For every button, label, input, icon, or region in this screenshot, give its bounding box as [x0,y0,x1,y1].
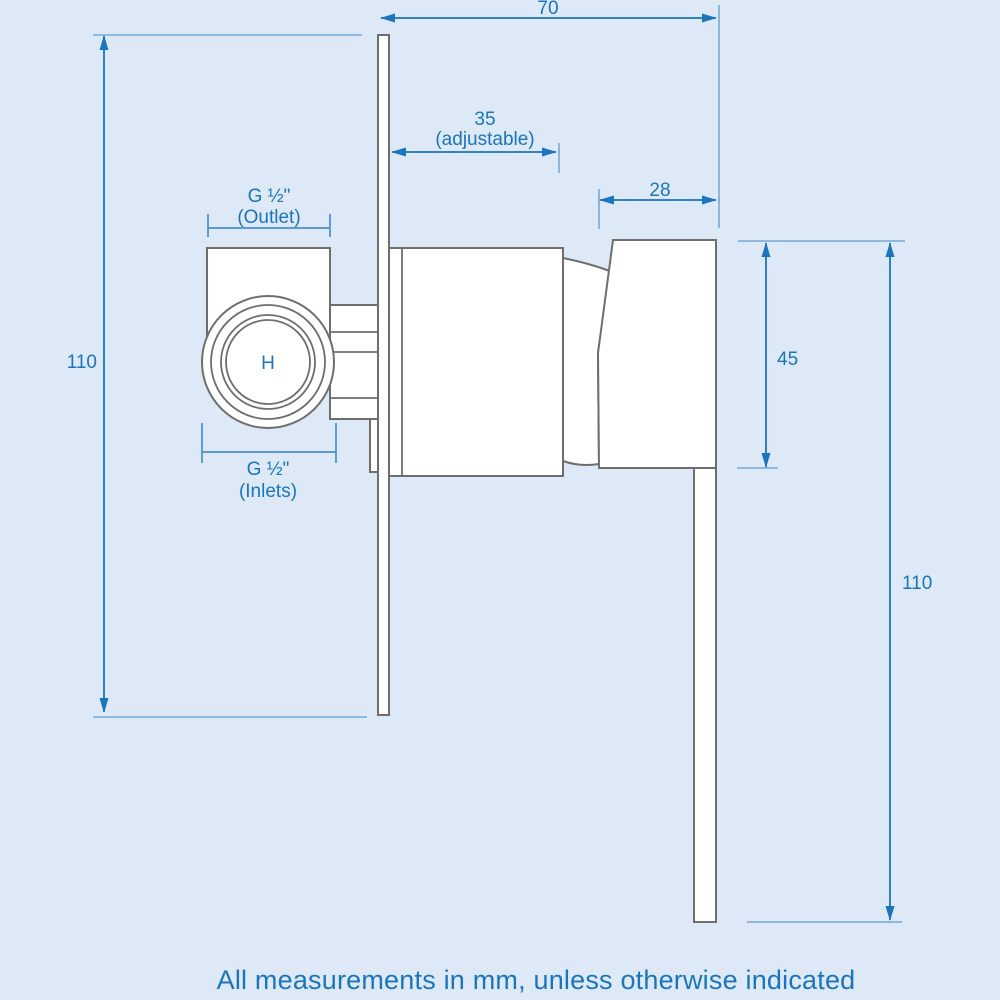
outlet-label: (Outlet) [237,207,300,228]
dim-35-label: 35 [474,109,495,130]
arrowhead [99,35,109,50]
arrowhead [761,242,771,257]
dim-110-left-label: 110 [67,352,97,373]
knob-ring-3 [220,314,316,410]
wall-plate [377,34,390,716]
arrowhead [391,147,406,157]
dim-28-label: 28 [649,180,670,201]
arrowhead [885,242,895,257]
inlet-label: (Inlets) [239,481,297,502]
arrowhead [702,195,717,205]
arrowhead [702,13,717,23]
handle-escutcheon [596,239,717,469]
arrowhead [380,13,395,23]
outlet-size-label: G ½" [248,186,291,207]
dim-45-label: 45 [777,349,798,370]
arrowhead [599,195,614,205]
arrowhead [885,906,895,921]
arrowhead [761,453,771,468]
handle-lever [693,444,717,923]
valve-cartridge [388,247,564,477]
valve-foot [369,418,379,473]
knob-ring-inner [225,319,311,405]
measurements-note: All measurements in mm, unless otherwise… [217,965,856,995]
dim-70-label: 70 [537,0,558,19]
hot-marker-label: H [261,353,275,374]
knob-ring-2 [210,304,326,420]
valve-pipe-section [329,304,379,420]
dim-110-right-label: 110 [902,573,932,594]
dim-35-note: (adjustable) [435,129,534,150]
inlet-size-label: G ½" [247,459,290,480]
arrowhead [542,147,557,157]
arrowhead [99,698,109,713]
